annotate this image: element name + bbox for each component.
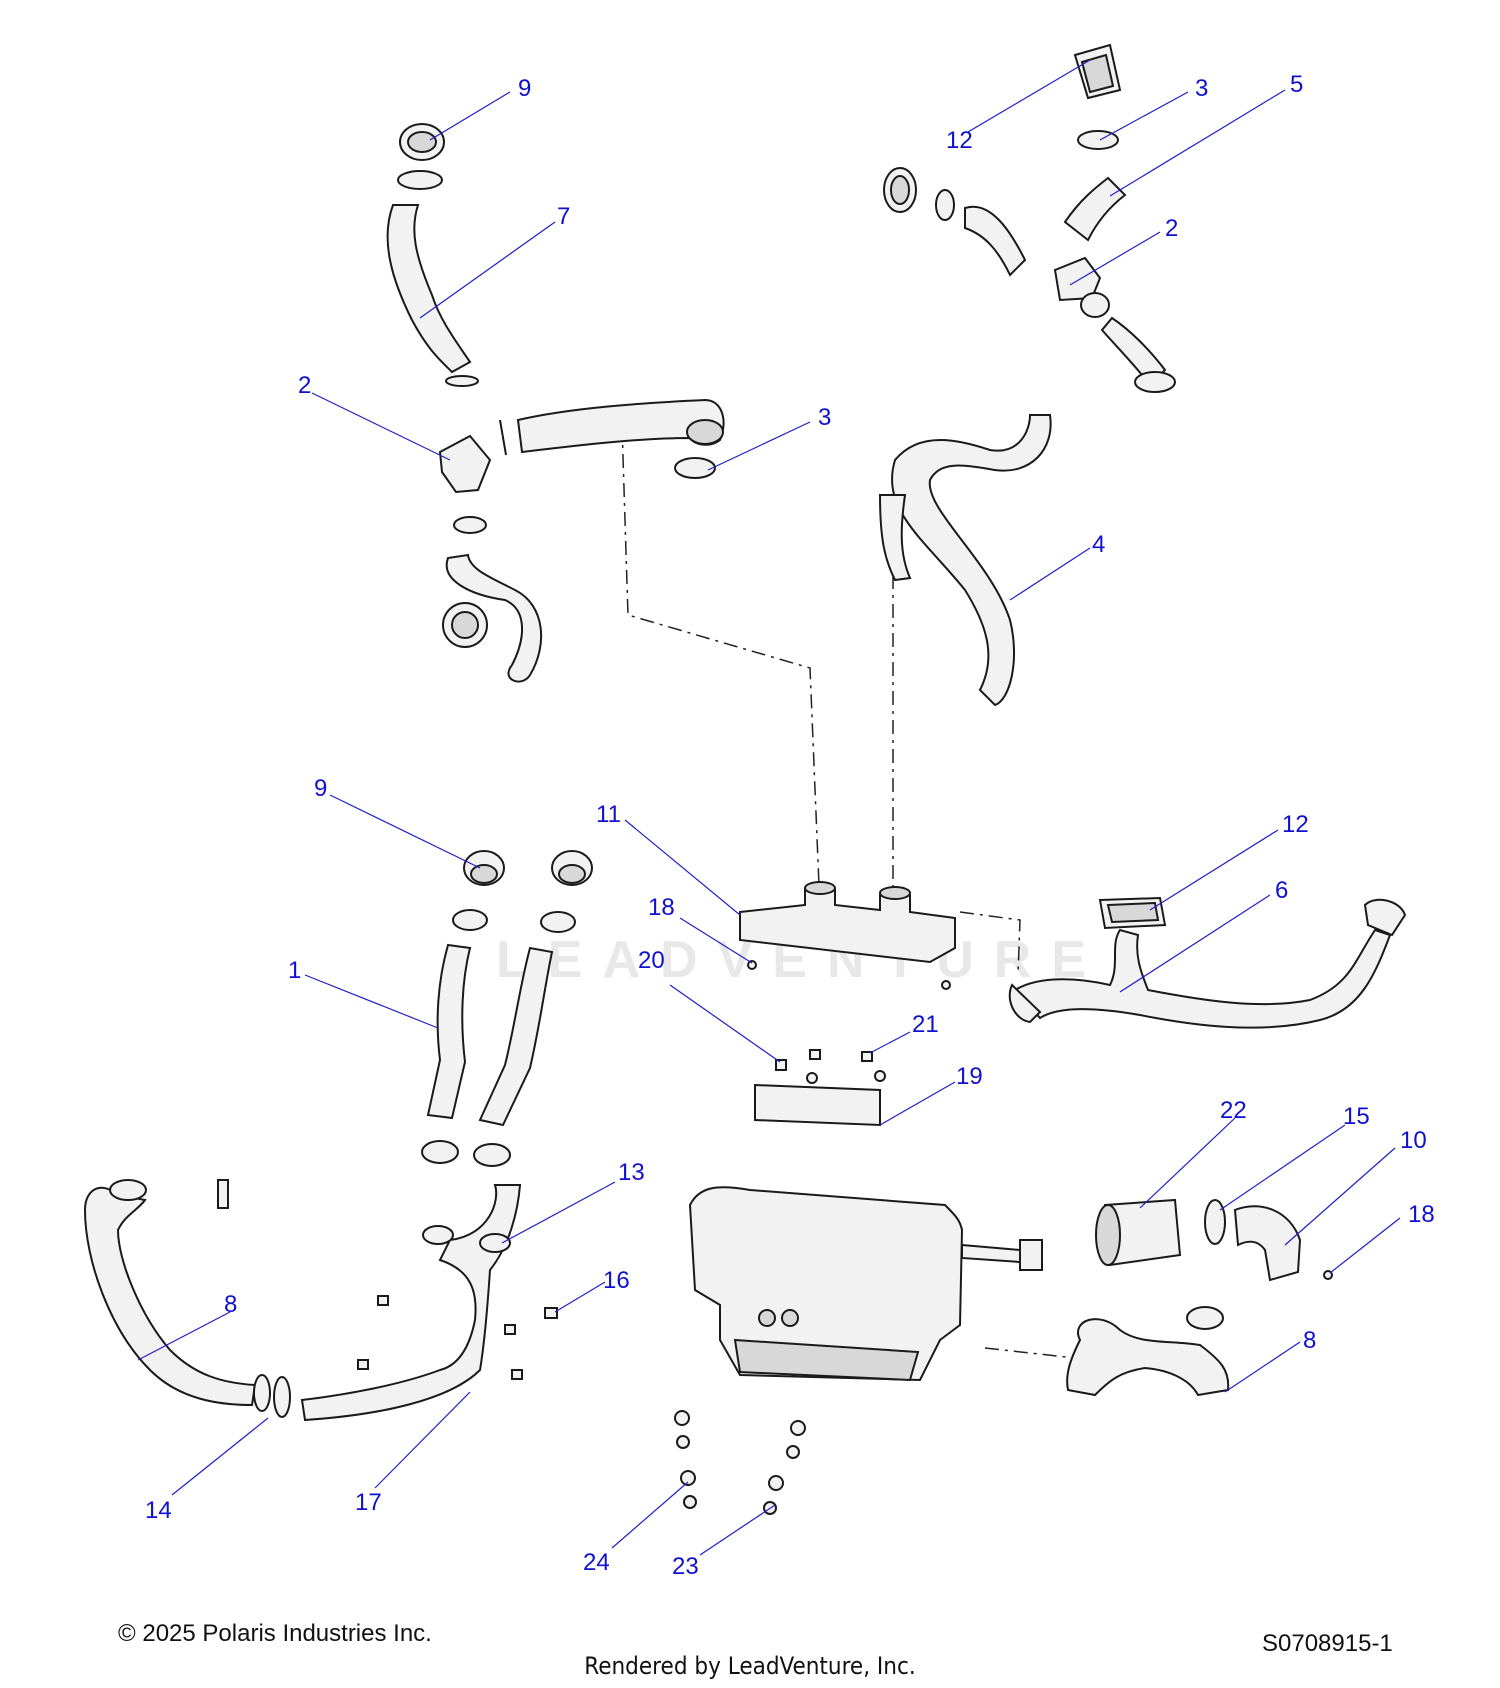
plenum-11	[739, 881, 956, 964]
vent-round-left	[442, 602, 488, 648]
duct-upper-main	[499, 398, 725, 456]
callout-1: 1	[288, 957, 301, 984]
clamp-lower-left-small	[453, 516, 487, 534]
elbow-10	[1233, 1205, 1302, 1282]
callout-14: 14	[145, 1497, 172, 1524]
silencer-22	[1095, 1198, 1182, 1267]
alignment-lines	[621, 424, 1076, 1359]
screw-right-small	[941, 980, 951, 990]
callout-6: 6	[1275, 877, 1288, 904]
callout-17: 17	[355, 1489, 382, 1516]
bracket-19	[754, 1083, 881, 1127]
clamps-14	[253, 1374, 291, 1418]
clamp-ring-9-upper	[397, 123, 445, 190]
nuts-washers-23-24	[674, 1410, 806, 1515]
duct-6	[1008, 898, 1407, 1029]
callout-12: 12	[1282, 811, 1309, 838]
vent-12-lower	[1098, 896, 1167, 930]
callout-9: 9	[314, 775, 327, 802]
callout-5: 5	[1290, 71, 1303, 98]
callout-11: 11	[596, 801, 621, 828]
duct-upper-right-lower	[1100, 316, 1176, 393]
flex-hose-4	[878, 414, 1052, 707]
diagram-id: S0708915-1	[1262, 1630, 1393, 1657]
callout-2: 2	[1165, 215, 1178, 242]
tee-connector-2-left	[438, 434, 492, 494]
callout-12: 12	[946, 127, 973, 154]
callouts: 9 7 2 3 12 3 5 2 4 9 11 12 6 18 1 20 21 …	[137, 59, 1435, 1580]
callout-3: 3	[818, 404, 831, 431]
duct-8-left	[83, 1179, 257, 1407]
callout-21: 21	[912, 1011, 939, 1038]
heater-unit	[688, 1186, 1043, 1382]
duct-5	[1063, 176, 1127, 242]
callout-8: 8	[224, 1291, 237, 1318]
callout-9: 9	[518, 75, 531, 102]
duct-upper-right-flex	[964, 205, 1027, 277]
clip-top-left	[217, 1179, 229, 1209]
clips-17	[357, 1295, 523, 1380]
vent-12-upper	[1073, 43, 1122, 100]
vent-round-right	[883, 167, 917, 213]
duct-s-bend	[445, 553, 543, 683]
callout-2: 2	[298, 372, 311, 399]
clamp-ring-9-mid-a	[452, 850, 505, 931]
duct-13	[300, 1184, 522, 1422]
render-credit: Rendered by LeadVenture, Inc.	[584, 1652, 916, 1680]
callout-20: 20	[638, 947, 665, 974]
clips-21	[806, 1049, 886, 1084]
duct-7	[386, 204, 479, 387]
callout-15: 15	[1343, 1103, 1370, 1130]
callout-23: 23	[672, 1553, 699, 1580]
clamp-3-left	[674, 457, 716, 479]
callout-8: 8	[1303, 1327, 1316, 1354]
clamp-lower-right	[1186, 1306, 1224, 1330]
duct-1-b	[478, 946, 554, 1127]
duct-8-right	[1066, 1318, 1230, 1397]
callout-13: 13	[618, 1159, 645, 1186]
callout-4: 4	[1092, 531, 1105, 558]
callout-22: 22	[1220, 1097, 1247, 1124]
clip-16	[544, 1307, 558, 1319]
callout-24: 24	[583, 1549, 610, 1576]
clamp-ring-9-mid-b	[540, 850, 593, 933]
callout-16: 16	[603, 1267, 630, 1294]
clamp-15	[1204, 1199, 1226, 1245]
callout-18: 18	[648, 894, 675, 921]
clamps-duct-1-bottom	[421, 1140, 511, 1167]
tee-connector-2-right	[1053, 256, 1110, 318]
screw-18-upper	[747, 960, 757, 970]
callout-10: 10	[1400, 1127, 1427, 1154]
copyright-text: © 2025 Polaris Industries Inc.	[118, 1620, 432, 1647]
duct-1-a	[426, 943, 472, 1120]
callout-7: 7	[557, 203, 570, 230]
callout-18: 18	[1408, 1201, 1435, 1228]
clamp-upper-right-a	[935, 189, 955, 221]
callout-19: 19	[956, 1063, 983, 1090]
callout-3: 3	[1195, 75, 1208, 102]
clip-20	[775, 1059, 787, 1071]
